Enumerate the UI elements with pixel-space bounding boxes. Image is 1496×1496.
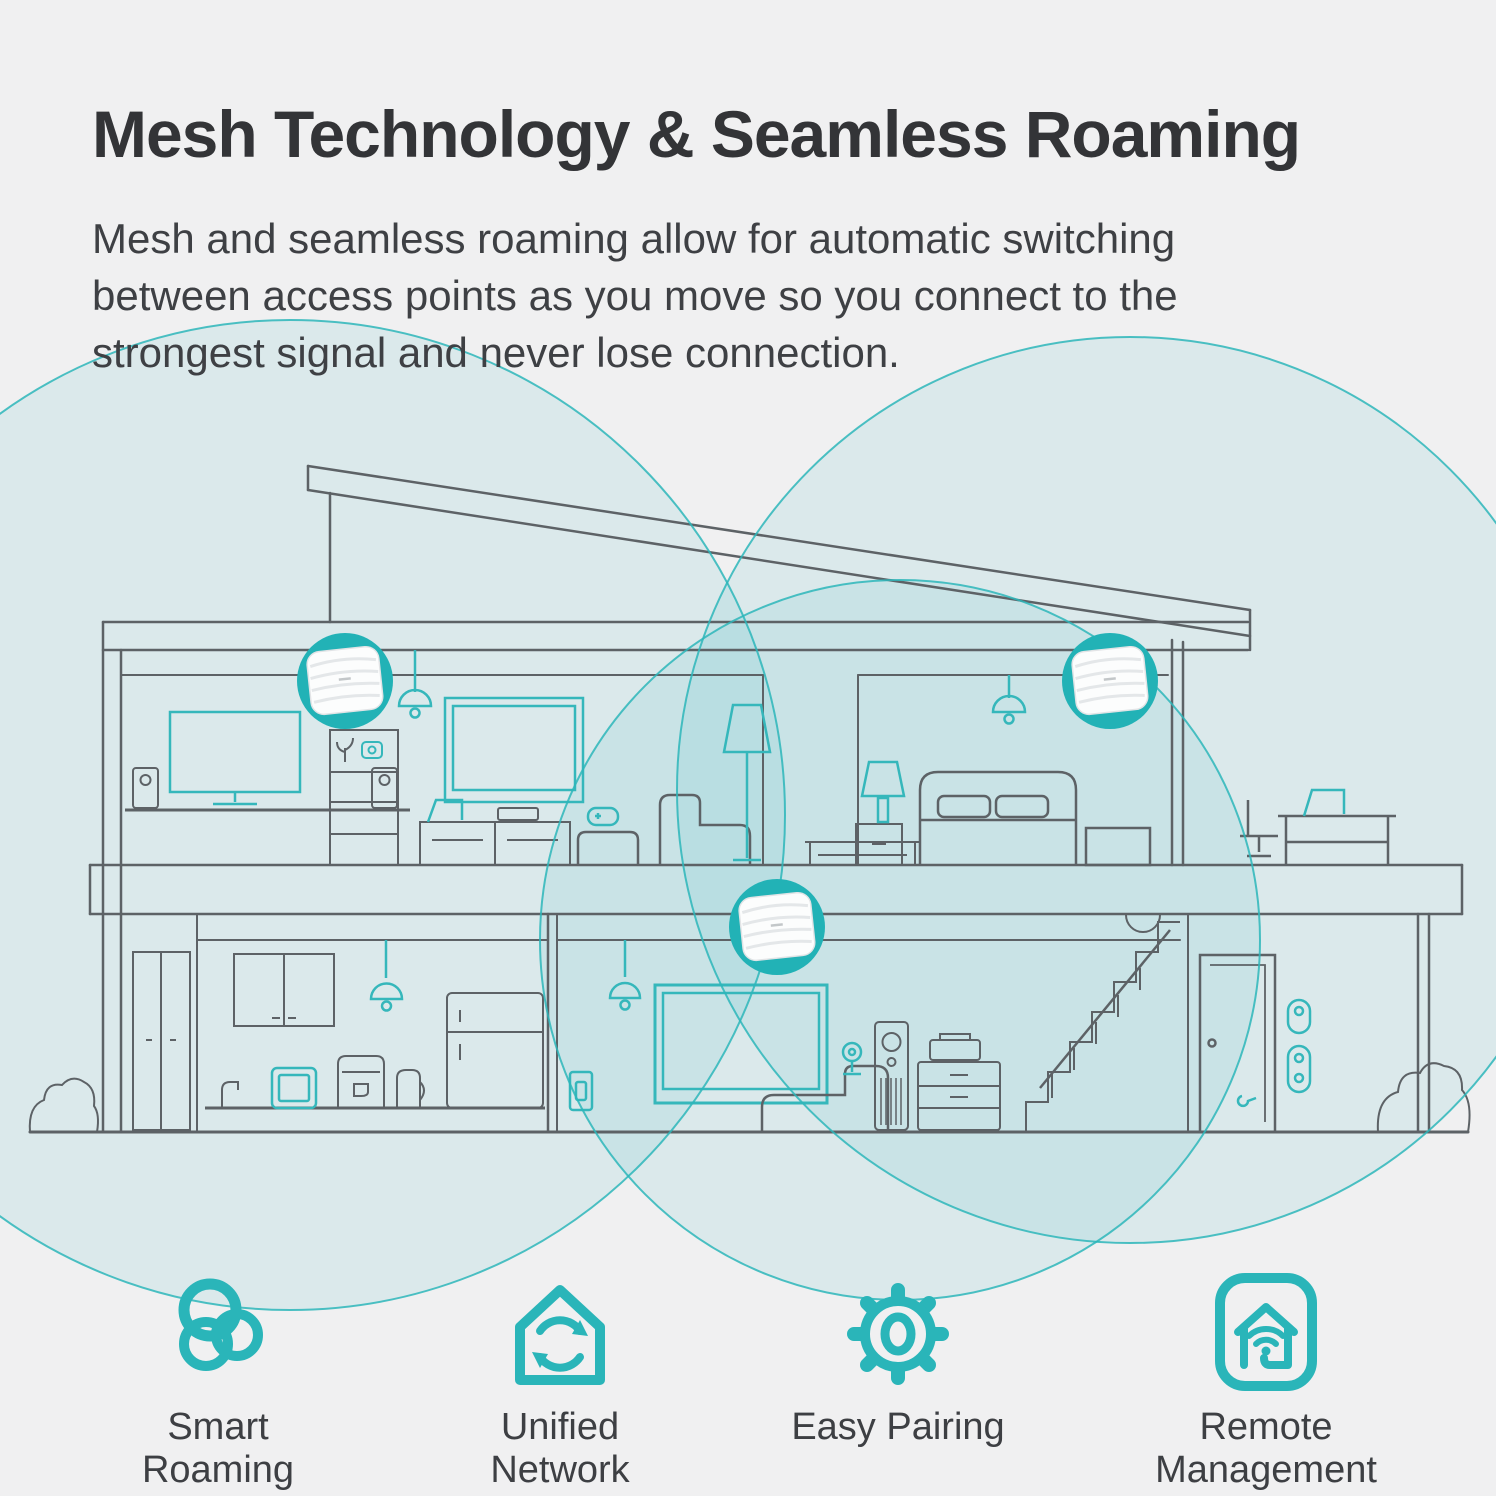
bed-bench	[1084, 826, 1152, 867]
access-point-1	[295, 631, 395, 731]
pendant-lamp-icon	[369, 940, 404, 1012]
feature-label: Smart Roaming	[141, 1406, 295, 1491]
description-line: strongest signal and never lose connecti…	[92, 329, 900, 376]
hall-closet	[132, 951, 191, 1131]
terrace-desk	[1240, 800, 1396, 864]
coverage-circle-right	[677, 337, 1496, 1243]
laptop-icon	[426, 798, 464, 823]
upper-floor	[125, 650, 1396, 867]
wall-switch-icon	[568, 1070, 594, 1112]
bench	[805, 841, 920, 865]
bush	[1376, 1062, 1471, 1133]
feature-row: Smart Roaming Unified Network	[0, 1272, 1496, 1491]
smart-roaming-icon	[178, 1278, 263, 1371]
feature-label: Remote Management	[1155, 1406, 1377, 1491]
tablet-icon	[270, 1066, 318, 1110]
feature-smart-roaming: Smart Roaming	[88, 1272, 348, 1492]
access-point-3	[727, 877, 827, 977]
faucet-icon	[221, 1081, 239, 1108]
smart-lock-icon	[1236, 998, 1312, 1108]
bed	[918, 770, 1152, 867]
page-description: Mesh and seamless roaming allow for auto…	[92, 210, 1178, 381]
feature-label: Easy Pairing	[791, 1406, 1005, 1448]
fridge	[446, 992, 544, 1109]
webcam-icon	[841, 1041, 863, 1076]
easy-pairing-icon	[847, 1283, 949, 1385]
floor-lamp-icon	[722, 703, 772, 862]
game-controller-icon	[586, 806, 620, 827]
small-sofa	[576, 830, 640, 865]
entry-door	[1198, 953, 1277, 1134]
desktop-monitor	[168, 710, 302, 806]
feature-label: Unified Network	[490, 1406, 630, 1491]
remote-management-icon	[1215, 1273, 1317, 1391]
roof	[306, 464, 1252, 652]
page-title: Mesh Technology & Seamless Roaming	[92, 97, 1301, 171]
feature-unified-network: Unified Network	[430, 1272, 690, 1492]
key-icon	[1236, 1094, 1257, 1108]
shelf-cabinet	[329, 729, 399, 866]
kettle	[396, 1069, 425, 1108]
chair	[1240, 800, 1278, 858]
bush	[28, 1077, 99, 1133]
stairs	[1025, 921, 1180, 1132]
table-lamp-icon	[860, 760, 906, 824]
lower-floor	[28, 914, 1471, 1134]
speaker-tower	[874, 1021, 909, 1131]
ceiling-light	[1125, 914, 1161, 933]
laptop-icon	[1302, 788, 1346, 817]
drawer-unit	[917, 1033, 1001, 1131]
stair-railing	[1039, 929, 1171, 1089]
camera-icon	[361, 741, 383, 759]
wall-tv	[443, 696, 585, 804]
access-point-2	[1060, 631, 1160, 731]
pendant-lamp-icon	[608, 940, 642, 1011]
nightstand	[855, 823, 903, 866]
printer	[929, 1039, 981, 1061]
pendant-lamp-icon	[991, 675, 1027, 725]
coffee-maker	[337, 1055, 385, 1108]
description-line: between access points as you move so you…	[92, 272, 1178, 319]
big-tv	[653, 983, 829, 1105]
tv-console	[419, 807, 571, 866]
couch	[760, 1064, 890, 1132]
plant-icon	[336, 737, 354, 762]
feature-remote-management: Remote Management	[1096, 1272, 1436, 1492]
kitchen	[205, 953, 545, 1110]
feature-easy-pairing: Easy Pairing	[778, 1272, 1018, 1449]
description-line: Mesh and seamless roaming allow for auto…	[92, 215, 1176, 262]
unified-network-icon	[515, 1285, 605, 1385]
pendant-lamp-icon	[397, 650, 433, 719]
